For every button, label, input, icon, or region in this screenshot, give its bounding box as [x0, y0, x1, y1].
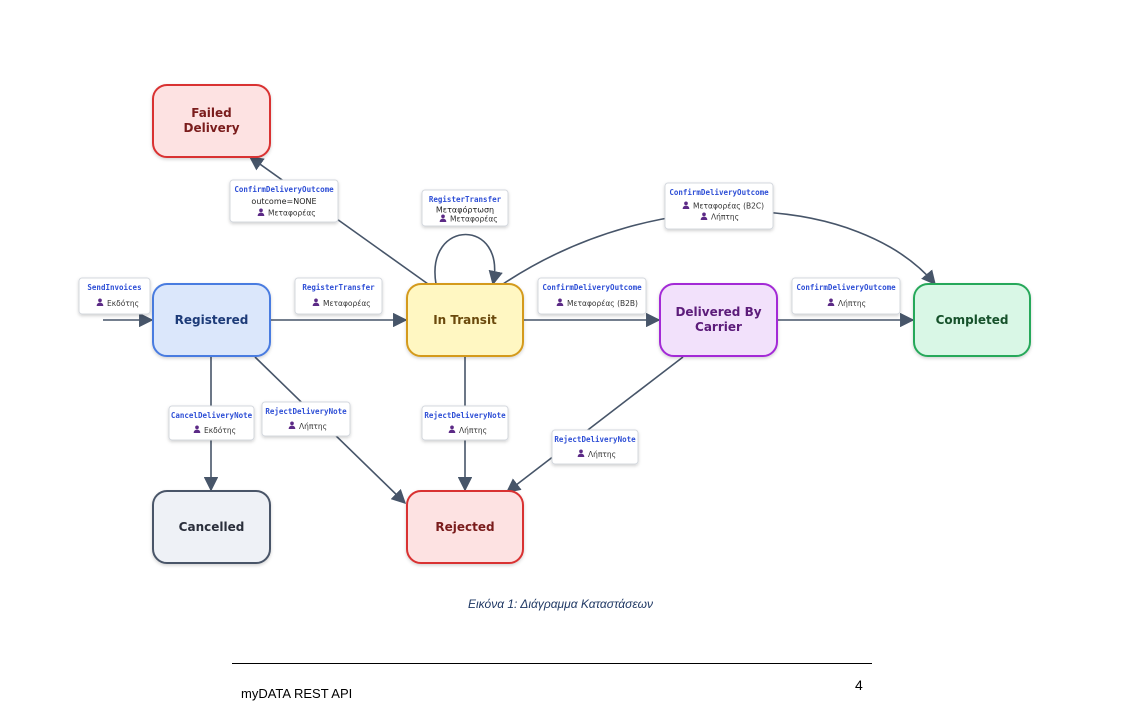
card-loop-op: RegisterTransfer	[429, 195, 502, 204]
state-cancelled-label: Cancelled	[179, 520, 245, 534]
state-failed-label-1: Failed	[191, 106, 232, 120]
card-confirm-failed-sub: outcome=NONE	[251, 197, 316, 206]
card-confirm-b2c-op: ConfirmDeliveryOutcome	[669, 188, 769, 197]
figure-caption: Εικόνα 1: Διάγραμμα Καταστάσεων	[468, 597, 653, 611]
card-confirm-completed-op: ConfirmDeliveryOutcome	[796, 283, 896, 292]
state-cancelled: Cancelled	[152, 490, 271, 564]
card-cancel-role: Εκδότης	[204, 426, 236, 435]
state-completed-label: Completed	[936, 313, 1009, 327]
state-completed: Completed	[913, 283, 1031, 357]
card-confirm-b2b: ConfirmDeliveryOutcome Μεταφορέας (B2B)	[537, 277, 647, 315]
card-reject-delivered-role: Λήπτης	[588, 450, 616, 459]
card-send-invoices-op: SendInvoices	[87, 283, 141, 292]
edge-transit-loop	[434, 233, 503, 286]
card-confirm-failed-role: Μεταφορέας	[268, 209, 316, 218]
card-register-transfer-op: RegisterTransfer	[302, 283, 375, 292]
card-reject-delivered: RejectDeliveryNote Λήπτης	[551, 429, 639, 465]
footer-title: myDATA REST API	[241, 686, 353, 701]
state-delivered-label-1: Delivered By	[675, 305, 761, 319]
card-confirm-b2c-role2: Λήπτης	[711, 213, 739, 222]
card-reject-registered-role: Λήπτης	[299, 422, 327, 431]
edge-transit-to-failed	[248, 156, 429, 285]
footer-divider	[232, 663, 872, 664]
state-in-transit-label: In Transit	[433, 313, 497, 327]
card-loop-role: Μεταφορέας	[450, 215, 498, 224]
state-failed-delivery: Failed Delivery	[152, 84, 271, 158]
state-registered: Registered	[152, 283, 271, 357]
edge-delivered-to-rejected	[505, 356, 684, 493]
state-in-transit: In Transit	[406, 283, 524, 357]
card-reject-delivered-op: RejectDeliveryNote	[554, 435, 636, 444]
card-cancel-delivery-note: CancelDeliveryNote Εκδότης	[168, 405, 255, 441]
card-confirm-b2c-role1: Μεταφορέας (B2C)	[693, 202, 764, 211]
page-number: 4	[855, 677, 863, 693]
card-confirm-b2c: ConfirmDeliveryOutcome Μεταφορέας (B2C) …	[664, 182, 774, 230]
card-confirm-completed: ConfirmDeliveryOutcome Λήπτης	[791, 277, 901, 315]
card-reject-registered: RejectDeliveryNote Λήπτης	[261, 401, 351, 437]
card-reject-transit: RejectDeliveryNote Λήπτης	[421, 405, 509, 441]
card-send-invoices-role: Εκδότης	[107, 299, 139, 308]
state-diagram: Failed Delivery Registered In Transit De…	[78, 84, 1031, 564]
state-delivered-by-carrier: Delivered By Carrier	[659, 283, 778, 357]
card-confirm-b2b-role: Μεταφορέας (B2B)	[567, 299, 638, 308]
card-reject-transit-role: Λήπτης	[459, 426, 487, 435]
state-rejected: Rejected	[406, 490, 524, 564]
card-confirm-b2b-op: ConfirmDeliveryOutcome	[542, 283, 642, 292]
state-delivered-label-2: Carrier	[695, 320, 742, 334]
card-confirm-failed-op: ConfirmDeliveryOutcome	[234, 185, 334, 194]
state-registered-label: Registered	[175, 313, 249, 327]
card-cancel-op: CancelDeliveryNote	[171, 411, 253, 420]
state-rejected-label: Rejected	[435, 520, 494, 534]
card-confirm-failed: ConfirmDeliveryOutcome outcome=NONE Μετα…	[229, 179, 339, 223]
card-loop-sub: Μεταφόρτωση	[436, 205, 494, 215]
card-confirm-completed-role: Λήπτης	[838, 299, 866, 308]
card-reject-transit-op: RejectDeliveryNote	[424, 411, 506, 420]
card-register-transfer-role: Μεταφορέας	[323, 299, 371, 308]
card-register-transfer-loop: RegisterTransfer Μεταφόρτωση Μεταφορέας	[421, 189, 509, 227]
card-register-transfer: RegisterTransfer Μεταφορέας	[294, 277, 383, 315]
state-failed-label-2: Delivery	[183, 121, 239, 135]
card-reject-registered-op: RejectDeliveryNote	[265, 407, 347, 416]
card-send-invoices: SendInvoices Εκδότης	[78, 277, 151, 315]
